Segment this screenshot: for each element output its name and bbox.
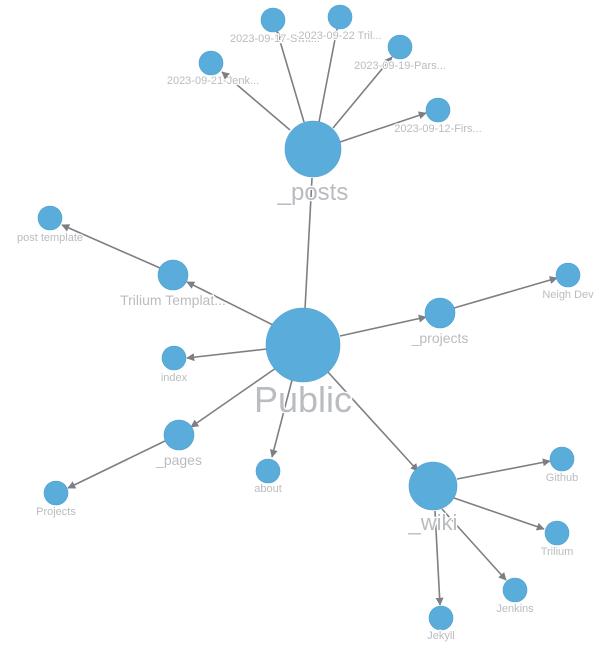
label-projects-folder: _projects	[411, 330, 469, 346]
label-post-template: post template	[17, 232, 83, 244]
node-trilium-templates[interactable]	[157, 259, 189, 291]
label-trilium-templates: Trilium Templat...	[120, 292, 226, 308]
node-pages[interactable]	[163, 419, 195, 451]
label-github: Github	[546, 472, 578, 484]
node-post-0912[interactable]	[425, 97, 451, 123]
label-post-0917: 2023-09-17-Swit...	[230, 33, 320, 45]
edge-public-about	[269, 379, 293, 458]
edge-posts-post-0921	[221, 71, 291, 131]
edge-wiki-jekyll	[434, 510, 444, 606]
label-post-0921: 2023-09-21-Jenk...	[167, 75, 259, 87]
edge-projects-folder-neigh-dev	[453, 276, 558, 309]
node-wiki[interactable]	[408, 461, 458, 511]
node-post-0919[interactable]	[387, 34, 413, 60]
edge-public-index	[186, 348, 268, 362]
label-projects-page: Projects	[36, 506, 76, 518]
edge-posts-post-0912	[339, 111, 427, 143]
edge-trilium-templates-post-template	[61, 224, 161, 269]
edge-public-projects-folder	[339, 314, 427, 337]
label-posts: _posts	[277, 179, 349, 206]
label-jekyll: Jekyll	[427, 630, 455, 642]
label-post-0912: 2023-09-12-Firs...	[394, 123, 481, 135]
edge-posts-post-0917	[275, 30, 305, 123]
edge-public-pages	[190, 367, 277, 428]
edge-wiki-github	[456, 458, 551, 480]
label-index: index	[161, 372, 188, 384]
node-posts[interactable]	[284, 120, 342, 178]
edges-layer	[61, 28, 558, 606]
node-post-0922[interactable]	[327, 4, 353, 30]
label-about: about	[254, 483, 282, 495]
node-jekyll[interactable]	[428, 605, 454, 631]
edge-posts-post-0922	[318, 28, 340, 123]
label-public: Public	[254, 379, 352, 420]
label-wiki: _wiki	[408, 510, 458, 535]
label-neigh-dev: Neigh Dev	[542, 289, 594, 301]
node-public[interactable]	[265, 307, 341, 383]
edge-public-posts	[304, 177, 313, 310]
node-post-0917[interactable]	[260, 7, 286, 33]
node-github[interactable]	[549, 446, 575, 472]
label-post-0919: 2023-09-19-Pars...	[354, 60, 446, 72]
edge-wiki-trilium	[453, 497, 545, 531]
node-neigh-dev[interactable]	[555, 262, 581, 288]
edge-posts-post-0919	[332, 56, 393, 129]
node-post-0921[interactable]	[198, 50, 224, 76]
node-about[interactable]	[255, 458, 281, 484]
label-post-0922: 2023-09-22 Tril...	[298, 30, 381, 42]
edge-wiki-jenkins	[441, 508, 507, 581]
node-jenkins[interactable]	[502, 577, 528, 603]
node-post-template[interactable]	[37, 205, 63, 231]
edge-pages-projects-page	[67, 440, 166, 489]
label-pages: _pages	[155, 452, 202, 468]
label-trilium: Trilium	[541, 546, 574, 558]
node-index[interactable]	[161, 345, 187, 371]
label-jenkins: Jenkins	[496, 603, 534, 615]
node-projects-folder[interactable]	[424, 297, 456, 329]
nodes-layer	[37, 4, 581, 631]
labels-layer: Public _posts 2023-09-21-Jenk... 2023-09…	[16, 29, 596, 644]
node-projects-page[interactable]	[43, 480, 69, 506]
node-trilium[interactable]	[544, 520, 570, 546]
edge-public-trilium-templates	[186, 281, 274, 326]
edge-public-wiki	[326, 370, 419, 472]
